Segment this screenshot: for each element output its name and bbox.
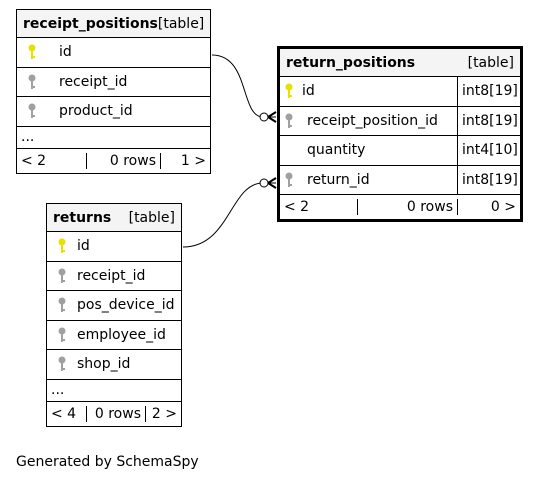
foreign-key-icon xyxy=(17,103,47,119)
column-row[interactable]: receipt_id xyxy=(17,68,210,97)
more-columns-ellipsis: ... xyxy=(17,127,210,149)
column-type: int8[19] xyxy=(457,165,520,194)
column-row[interactable]: shop_id xyxy=(47,350,181,380)
foreign-key-icon xyxy=(47,356,77,372)
primary-key-icon xyxy=(280,83,298,99)
edge-optional-marker xyxy=(259,112,269,122)
column-row[interactable]: receipt_id xyxy=(47,262,181,291)
table-footer: < 2 0 rows 0 > xyxy=(280,195,520,219)
parents-count[interactable]: < 4 xyxy=(51,405,77,422)
primary-key-icon xyxy=(47,238,77,254)
table-name: returns xyxy=(53,209,112,226)
column-type: int4[10] xyxy=(457,136,520,165)
foreign-key-icon xyxy=(47,268,77,284)
column-name: pos_device_id xyxy=(77,297,175,314)
parents-count[interactable]: < 2 xyxy=(284,199,310,215)
foreign-key-icon xyxy=(17,74,47,90)
table-footer: < 2 0 rows 1 > xyxy=(17,149,210,173)
column-row[interactable]: pos_device_id xyxy=(47,291,181,321)
more-columns-ellipsis: ... xyxy=(47,380,181,402)
column-name: shop_id xyxy=(77,356,131,373)
table-receipt-positions[interactable]: receipt_positions [table] id receipt_id … xyxy=(16,9,211,174)
edge-optional-marker xyxy=(259,178,269,188)
column-name: product_id xyxy=(59,103,133,120)
table-kind: [table] xyxy=(157,15,205,32)
column-row[interactable]: id xyxy=(17,38,210,68)
table-kind: [table] xyxy=(128,209,175,226)
column-row[interactable]: id int8[19] xyxy=(280,77,520,107)
column-row[interactable]: id xyxy=(47,232,181,262)
children-count[interactable]: 2 > xyxy=(145,405,181,422)
table-header: receipt_positions [table] xyxy=(17,10,210,38)
foreign-key-icon xyxy=(280,113,298,129)
column-name: id xyxy=(59,44,72,61)
column-row[interactable]: product_id xyxy=(17,97,210,127)
row-count: 0 rows xyxy=(86,152,160,169)
column-row[interactable]: employee_id xyxy=(47,321,181,350)
foreign-key-icon xyxy=(47,297,77,313)
foreign-key-icon xyxy=(47,327,77,343)
column-name: id xyxy=(302,83,315,100)
column-row[interactable]: return_id int8[19] xyxy=(280,165,520,195)
column-name: id xyxy=(77,238,90,255)
generated-by-credit: Generated by SchemaSpy xyxy=(16,454,199,470)
row-count: 0 rows xyxy=(86,405,145,422)
table-header: returns [table] xyxy=(47,204,181,232)
column-type: int8[19] xyxy=(457,77,520,106)
column-name: receipt_id xyxy=(77,267,146,284)
table-name: receipt_positions xyxy=(23,15,158,32)
table-header: return_positions [table] xyxy=(280,49,520,77)
column-row[interactable]: receipt_position_id int8[19] xyxy=(280,106,520,136)
table-kind: [table] xyxy=(467,54,514,71)
column-name: employee_id xyxy=(77,326,166,343)
column-type: int8[19] xyxy=(457,106,520,135)
parents-count[interactable]: < 2 xyxy=(21,152,47,169)
children-count[interactable]: 1 > xyxy=(160,152,210,169)
table-footer: < 4 0 rows 2 > xyxy=(47,402,181,426)
primary-key-icon xyxy=(17,44,47,60)
table-returns[interactable]: returns [table] id receipt_id pos_device… xyxy=(46,203,182,427)
table-return-positions[interactable]: return_positions [table] id int8[19] rec… xyxy=(277,46,523,222)
row-count: 0 rows xyxy=(357,199,457,215)
edge-crowfoot xyxy=(267,177,277,189)
column-name: return_id xyxy=(307,171,370,188)
column-name: receipt_position_id xyxy=(307,112,438,129)
column-row[interactable]: quantity int4[10] xyxy=(280,136,520,166)
column-name: quantity xyxy=(307,142,366,159)
edge-crowfoot xyxy=(267,111,277,123)
table-name: return_positions xyxy=(286,54,416,71)
edge-returns-to-return-positions xyxy=(182,182,276,248)
column-name: receipt_id xyxy=(59,73,128,90)
foreign-key-icon xyxy=(280,172,298,188)
edge-receipt-positions-to-return-positions xyxy=(211,54,276,118)
children-count[interactable]: 0 > xyxy=(457,199,520,215)
